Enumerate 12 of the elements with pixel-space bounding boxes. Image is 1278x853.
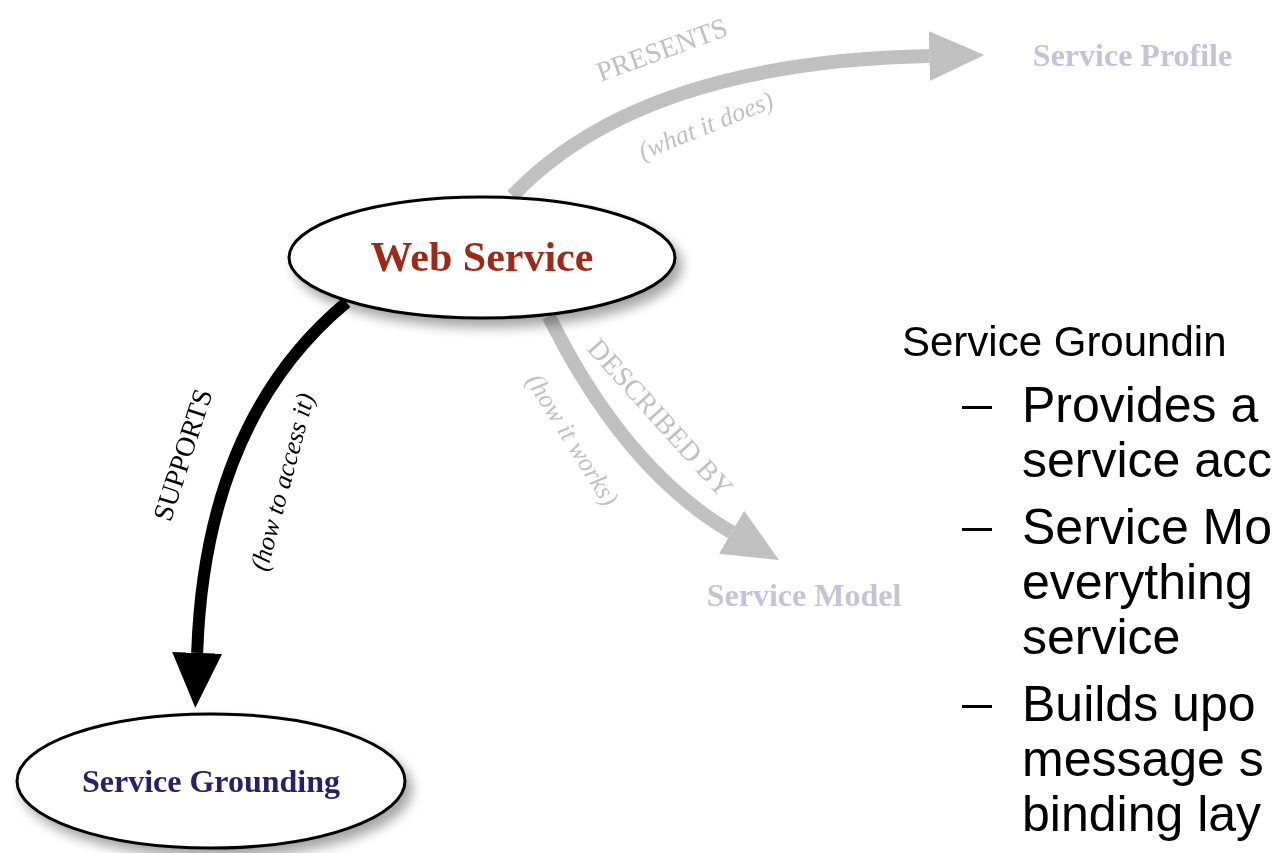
- ellipse-node: Service Grounding: [15, 712, 407, 850]
- curved-arrow: [542, 313, 779, 562]
- bullet-text: Service Mo everything service: [1022, 500, 1274, 665]
- ellipse-node: Web Service: [287, 195, 677, 320]
- edge-note: (how to access it): [246, 390, 320, 574]
- bullet-text: Provides a service acc: [1022, 378, 1274, 488]
- curved-arrow: [172, 298, 351, 708]
- bullet-text: Builds upo message s binding lay: [1022, 677, 1265, 842]
- node-label: Service Model: [665, 572, 943, 618]
- node-label: Service Profile: [990, 32, 1275, 78]
- heading-text: Service Groundin: [902, 318, 1228, 366]
- edge-note: (what it does): [634, 87, 778, 165]
